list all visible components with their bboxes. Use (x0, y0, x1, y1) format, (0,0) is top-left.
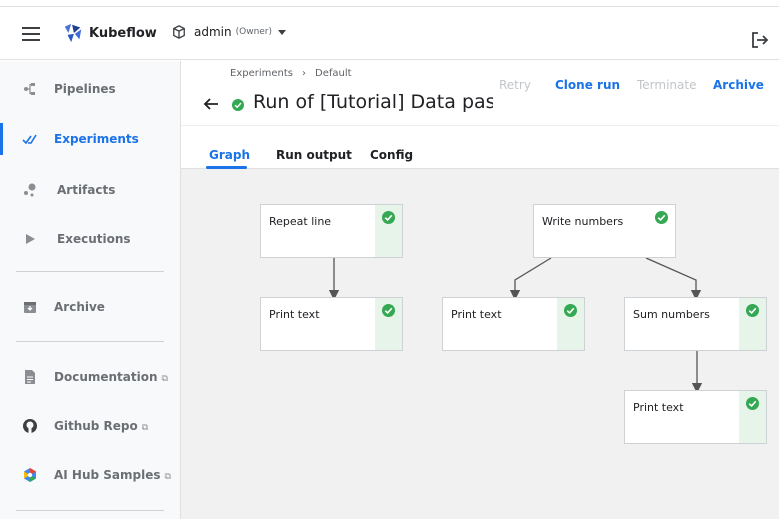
sidebar-item-text: Github Repo (54, 419, 138, 433)
chevron-down-icon (278, 29, 287, 35)
namespace-role: (Owner) (235, 27, 273, 37)
edge-write-to-sum (645, 257, 702, 301)
top-bar: Kubeflow admin (Owner) (0, 6, 779, 60)
sidebar-divider (16, 341, 164, 342)
tab-run-output[interactable]: Run output (276, 148, 352, 162)
tab-graph[interactable]: Graph (209, 148, 250, 162)
namespace-name: admin (194, 25, 232, 39)
cube-icon (173, 25, 185, 39)
edge-write-to-print (509, 257, 552, 301)
active-tab-indicator (206, 166, 247, 169)
sidebar-item-artifacts[interactable]: Artifacts (0, 170, 180, 210)
success-check-icon (232, 99, 244, 111)
github-icon (23, 419, 37, 433)
executions-icon (26, 234, 35, 244)
sidebar-divider (16, 271, 164, 272)
external-link-icon: ⧉ (141, 423, 149, 433)
breadcrumb: Experiments › Default (230, 68, 352, 79)
success-check-icon (382, 304, 395, 317)
breadcrumb-experiments[interactable]: Experiments (230, 68, 293, 79)
sidebar-item-label: Github Repo⧉ (54, 419, 148, 433)
graph-node-sum-numbers[interactable]: Sum numbers (624, 297, 767, 351)
pipeline-graph[interactable]: Repeat line Print text Write numbers Pri… (181, 169, 779, 519)
success-check-icon (655, 211, 668, 224)
ai-hub-icon (24, 468, 36, 482)
sidebar-item-github-repo[interactable]: Github Repo⧉ (0, 406, 180, 446)
sidebar-item-ai-hub-samples[interactable]: AI Hub Samples⧉ (0, 455, 180, 495)
graph-edges (328, 257, 703, 394)
node-status (557, 298, 584, 350)
graph-node-print-text[interactable]: Print text (624, 390, 767, 444)
sidebar-item-label: Documentation⧉ (54, 370, 168, 384)
main-content: Experiments › Default Run of [Tutorial] … (181, 61, 779, 519)
node-label: Sum numbers (633, 308, 710, 321)
success-check-icon (746, 397, 759, 410)
external-link-icon: ⧉ (164, 472, 171, 482)
kubeflow-logo-icon (64, 23, 82, 43)
node-label: Print text (633, 401, 684, 414)
sidebar-item-label: Artifacts (57, 183, 116, 197)
back-arrow-icon[interactable] (203, 97, 219, 111)
sidebar-item-documentation[interactable]: Documentation⧉ (0, 357, 180, 397)
sidebar-item-executions[interactable]: Executions (0, 219, 180, 259)
menu-icon[interactable] (22, 27, 40, 41)
tab-config[interactable]: Config (370, 148, 414, 162)
success-check-icon (564, 304, 577, 317)
documentation-icon (25, 370, 35, 384)
node-label: Write numbers (542, 215, 624, 228)
sidebar-item-text: AI Hub Samples (54, 468, 161, 482)
archive-icon (24, 302, 36, 313)
sidebar-divider (16, 510, 164, 511)
sidebar-item-label: Executions (57, 232, 131, 246)
pipelines-icon (24, 83, 35, 95)
tabs: Graph Run output Config (181, 125, 779, 169)
page-title: Run of [Tutorial] Data passi (253, 91, 493, 113)
logout-icon[interactable] (751, 31, 769, 49)
namespace-selector[interactable]: admin (Owner) (172, 25, 287, 39)
external-link-icon: ⧉ (161, 374, 168, 384)
clone-run-button[interactable]: Clone run (555, 78, 621, 92)
terminate-button[interactable]: Terminate (637, 78, 697, 92)
node-label: Print text (269, 308, 320, 321)
node-status (648, 205, 675, 257)
graph-node-write-numbers[interactable]: Write numbers (533, 204, 676, 258)
retry-button[interactable]: Retry (499, 78, 531, 92)
sidebar-item-pipelines[interactable]: Pipelines (0, 69, 180, 109)
sidebar-item-experiments[interactable]: Experiments (0, 119, 180, 159)
node-status (375, 298, 402, 350)
graph-node-print-text[interactable]: Print text (260, 297, 403, 351)
success-check-icon (746, 304, 759, 317)
sidebar-item-archive[interactable]: Archive (0, 287, 180, 327)
success-check-icon (382, 211, 395, 224)
sidebar-item-label: Archive (54, 300, 105, 314)
node-label: Print text (451, 308, 502, 321)
node-status (739, 391, 766, 443)
node-status (375, 205, 402, 257)
sidebar-item-label: Pipelines (54, 82, 116, 96)
sidebar-item-label: Experiments (54, 132, 139, 146)
breadcrumb-separator: › (302, 68, 306, 79)
graph-node-repeat-line[interactable]: Repeat line (260, 204, 403, 258)
graph-node-print-text[interactable]: Print text (442, 297, 585, 351)
brand-name: Kubeflow (89, 26, 157, 41)
node-label: Repeat line (269, 215, 332, 228)
artifacts-icon (24, 183, 36, 197)
experiments-icon (22, 134, 37, 145)
sidebar-item-text: Documentation (54, 370, 158, 384)
sidebar-item-label: AI Hub Samples⧉ (54, 468, 171, 482)
sidebar: Pipelines Experiments Artifacts Executio… (0, 61, 181, 519)
breadcrumb-default[interactable]: Default (315, 68, 352, 79)
archive-button[interactable]: Archive (713, 78, 764, 92)
node-status (739, 298, 766, 350)
